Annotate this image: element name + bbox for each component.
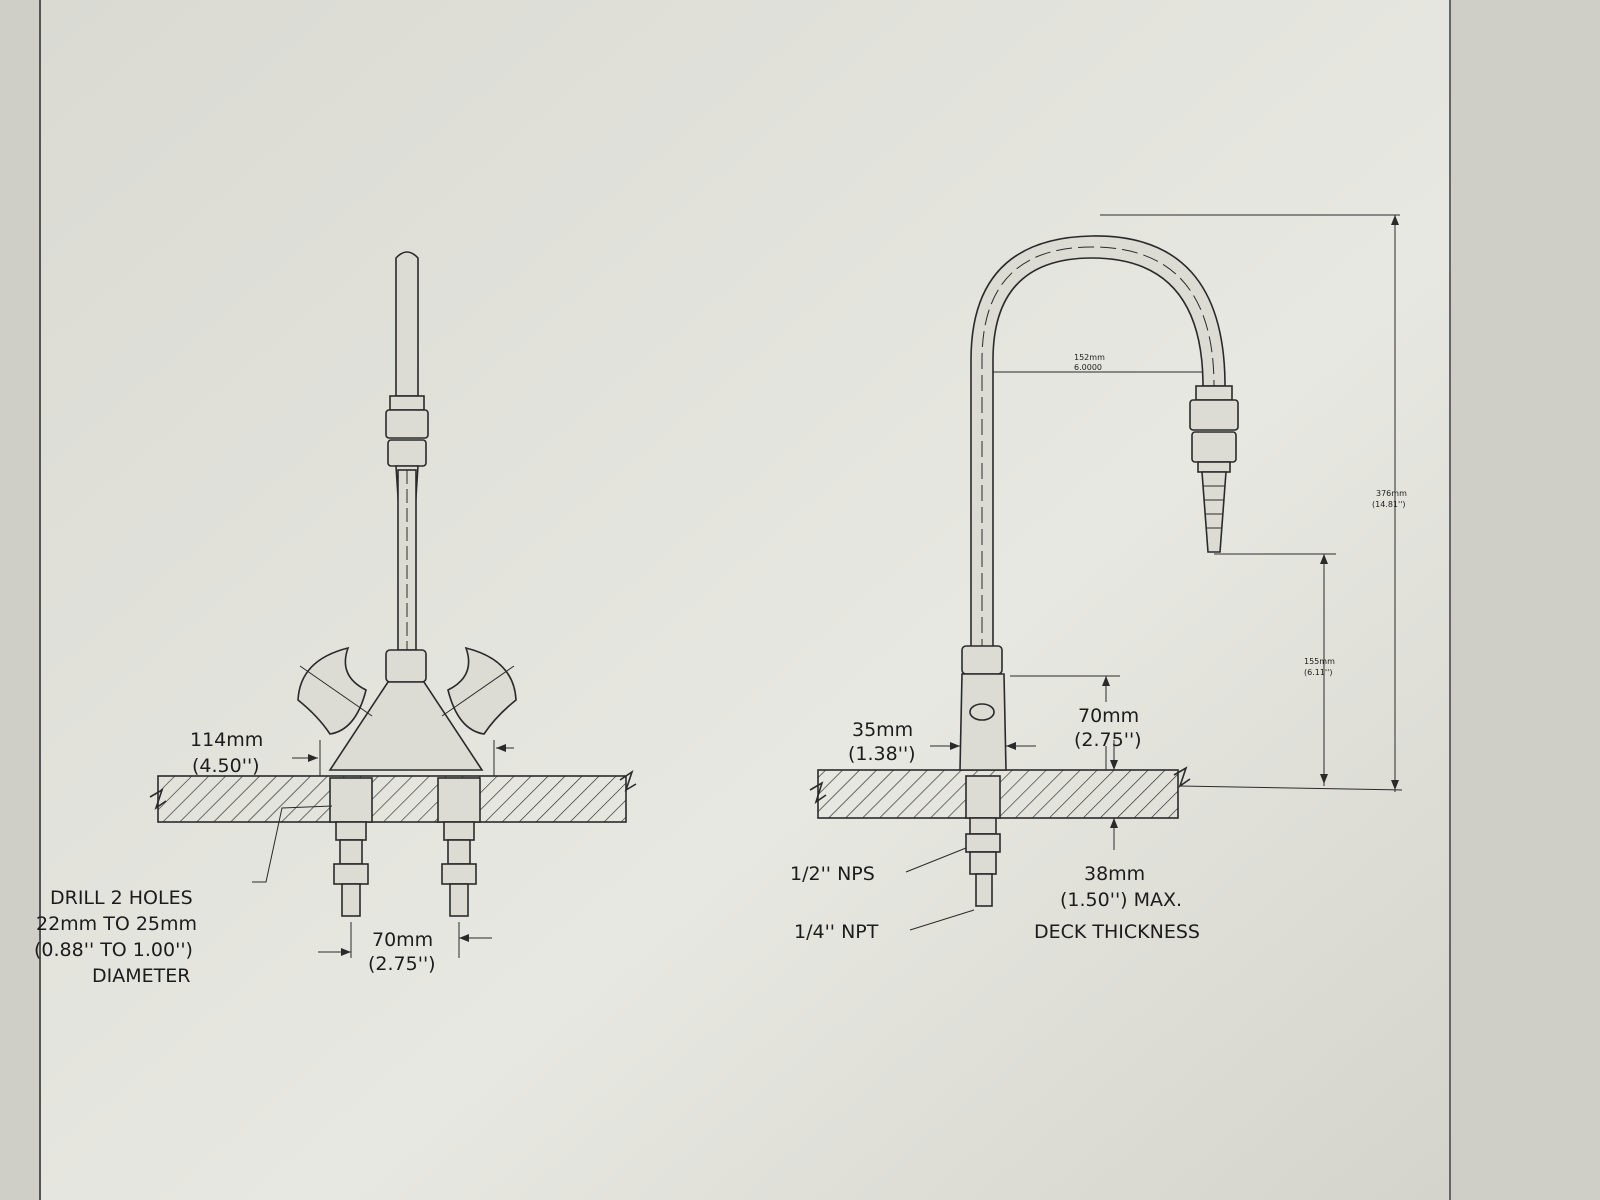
deck-note: DECK THICKNESS — [1034, 921, 1200, 943]
label-npt: 1/4'' NPT — [794, 921, 879, 943]
left-deck-section — [157, 775, 627, 823]
drill-note-line2: 22mm TO 25mm — [36, 913, 197, 935]
left-spacing-mm: 70mm — [372, 929, 433, 951]
drill-note-line1: DRILL 2 HOLES — [50, 887, 193, 909]
deck-in: (1.50'') MAX. — [1060, 889, 1182, 911]
paper-sheet — [40, 0, 1450, 1200]
base-height-in: (2.75'') — [1074, 729, 1142, 751]
right-serrated-tip — [1201, 471, 1227, 553]
left-spout — [395, 251, 419, 397]
reach-in: 6.0000 — [1074, 363, 1102, 372]
reach-mm: 152mm — [1074, 353, 1105, 362]
deck-mm: 38mm — [1084, 863, 1145, 885]
left-front-view: 114mm (4.50'') DRILL 2 HOLES 22mm TO 25m… — [34, 251, 637, 987]
height-mm: 376mm — [1376, 489, 1407, 498]
left-width-in: (4.50'') — [192, 755, 260, 777]
label-nps: 1/2'' NPS — [790, 863, 875, 885]
left-width-mm: 114mm — [190, 729, 263, 751]
base-width-in: (1.38'') — [848, 743, 916, 765]
drill-note-line3: (0.88'' TO 1.00'') — [34, 939, 193, 961]
base-width-mm: 35mm — [852, 719, 913, 741]
height-in: (14.81'') — [1372, 500, 1406, 509]
right-valve-body — [959, 673, 1007, 771]
left-valve-body — [328, 681, 484, 771]
right-side-view: 152mm 6.0000 376mm (14.81'') 155mm (6.11… — [790, 214, 1407, 943]
left-spacing-in: (2.75'') — [368, 953, 436, 975]
outlet-in: (6.11'') — [1304, 668, 1332, 677]
outlet-mm: 155mm — [1304, 657, 1335, 666]
drill-note-line4: DIAMETER — [92, 965, 190, 987]
right-handle[interactable] — [447, 646, 517, 735]
base-height-mm: 70mm — [1078, 705, 1139, 727]
left-handle[interactable] — [297, 646, 367, 735]
